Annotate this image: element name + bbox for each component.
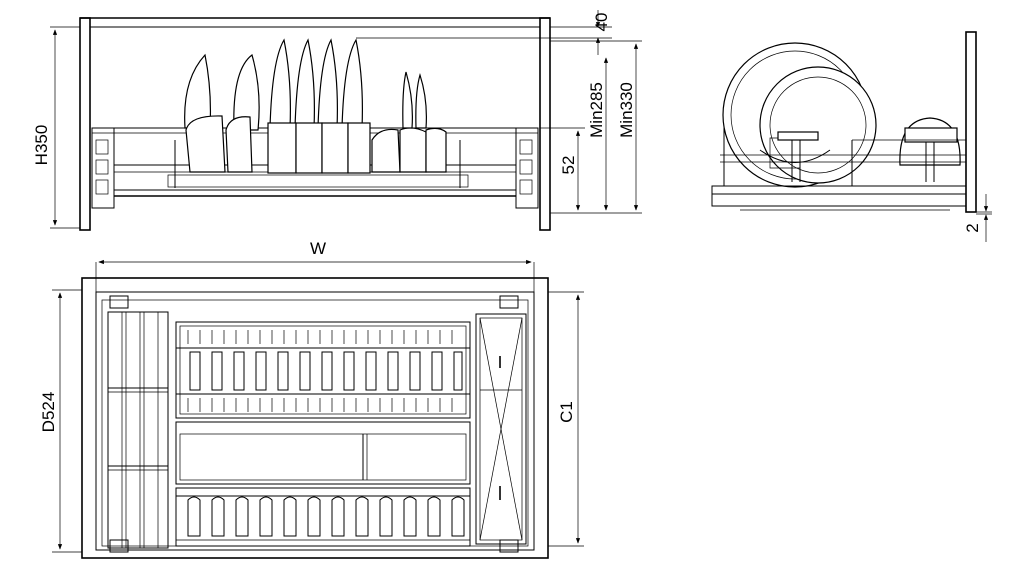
- top-gap-label: 40: [592, 13, 611, 32]
- plate-rack-bottom: [175, 487, 471, 547]
- middle-tray: [175, 421, 471, 485]
- plate-rack-top: [175, 321, 471, 419]
- cabinet-right-wall: [539, 17, 551, 231]
- side-rail: [711, 185, 967, 195]
- depth-label: D524: [39, 392, 58, 433]
- side-view: 2: [711, 31, 992, 242]
- top-view: W: [39, 239, 584, 559]
- cabinet-top-outline: [81, 277, 549, 559]
- min-label-a: Min285: [587, 82, 606, 138]
- front-view: H350 40 Min285 Min330 52: [32, 10, 642, 231]
- cup-holder-box: [475, 313, 527, 545]
- min-label-b: Min330: [617, 82, 636, 138]
- cabinet-left-wall: [79, 17, 91, 231]
- cutlery-slots: [107, 311, 169, 549]
- clear-label: C1: [557, 401, 576, 423]
- plates-front: [184, 38, 447, 174]
- height-label: H350: [32, 125, 51, 166]
- side-wall: [965, 31, 977, 213]
- bottom-gap-label: 2: [963, 223, 982, 232]
- rack-height-label: 52: [559, 156, 578, 175]
- width-label: W: [310, 239, 326, 258]
